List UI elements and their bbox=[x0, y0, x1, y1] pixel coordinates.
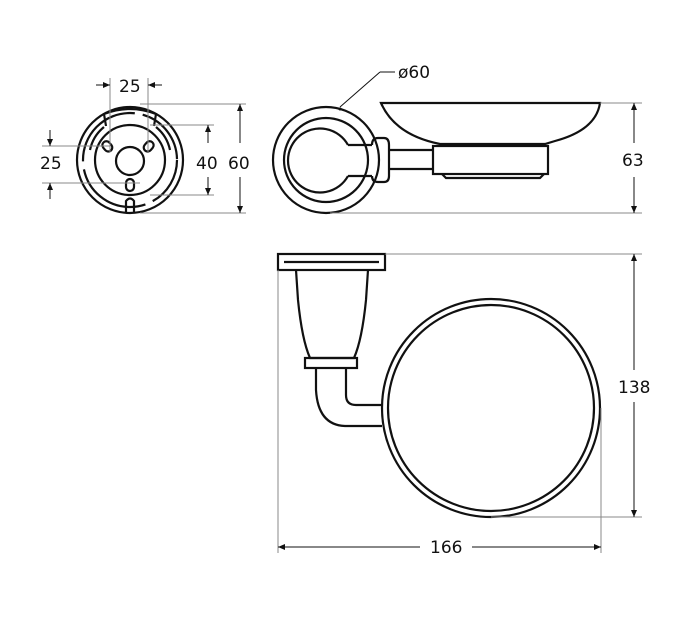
dim-side-height: 63 bbox=[622, 151, 644, 171]
back-view bbox=[42, 78, 246, 215]
dim-diameter: ø60 bbox=[398, 63, 430, 83]
side-view bbox=[271, 71, 642, 215]
dim-front-height: 138 bbox=[618, 378, 650, 398]
dim-outer-height: 60 bbox=[228, 154, 250, 174]
dim-top-width: 25 bbox=[119, 77, 141, 97]
dim-front-width: 166 bbox=[430, 538, 462, 558]
front-view bbox=[276, 252, 642, 553]
dim-inner-height: 40 bbox=[196, 154, 218, 174]
dim-left-height: 25 bbox=[40, 154, 62, 174]
